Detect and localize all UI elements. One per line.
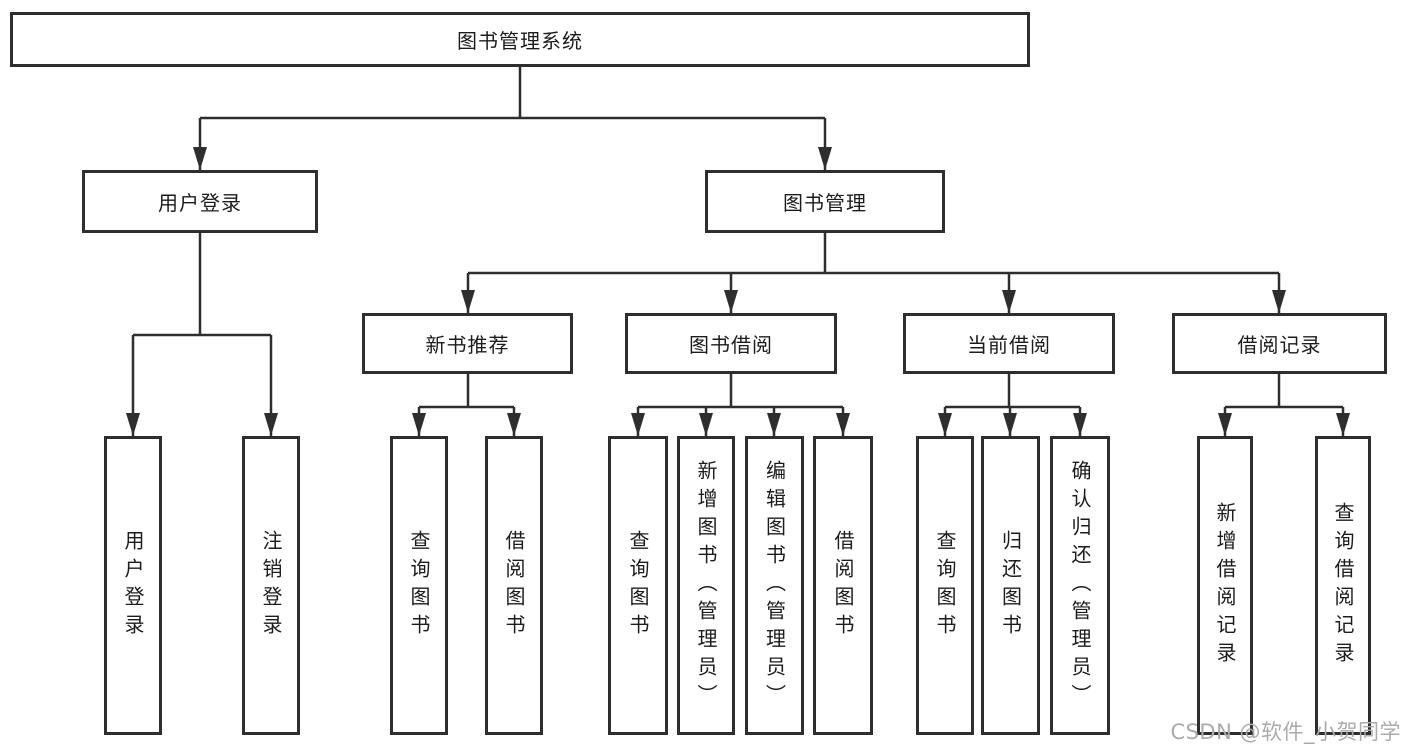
node-add-book-admin: 新增图书（管理员） — [677, 436, 735, 735]
node-edit-book-admin: 编辑图书（管理员） — [745, 436, 804, 735]
node-label: 查询图书 — [933, 529, 957, 642]
node-label: 查询图书 — [626, 529, 650, 642]
node-book-management-system: 图书管理系统 — [10, 12, 1030, 67]
node-query-books-recommend: 查询图书 — [390, 436, 448, 735]
node-borrowing-records: 借阅记录 — [1172, 313, 1387, 374]
node-label: 注销登录 — [259, 529, 283, 642]
watermark: CSDN @软件_小贺同学 — [1170, 720, 1401, 744]
node-label: 借阅记录 — [1237, 333, 1322, 357]
node-return-books: 归还图书 — [981, 436, 1040, 735]
node-label: 用户登录 — [121, 529, 145, 642]
node-label: 用户登录 — [158, 191, 242, 215]
node-add-borrow-record: 新增借阅记录 — [1197, 436, 1253, 735]
node-label: 当前借阅 — [967, 333, 1051, 357]
node-user-login-leaf: 用户登录 — [104, 436, 162, 735]
node-book-borrowing: 图书借阅 — [625, 313, 837, 374]
node-label: 新增借阅记录 — [1213, 501, 1237, 670]
node-new-book-recommendation: 新书推荐 — [362, 313, 573, 374]
node-label: 借阅图书 — [502, 529, 526, 642]
node-label: 图书借阅 — [689, 333, 773, 357]
node-label: 图书管理系统 — [457, 29, 583, 53]
node-label: 新书推荐 — [425, 333, 510, 357]
node-label: 确认归还（管理员） — [1068, 459, 1092, 712]
node-user-login: 用户登录 — [82, 170, 318, 233]
node-book-management: 图书管理 — [705, 170, 945, 233]
node-borrow-books-recommend: 借阅图书 — [485, 436, 543, 735]
node-query-books-borrow: 查询图书 — [608, 436, 668, 735]
node-label: 编辑图书（管理员） — [762, 459, 787, 712]
node-logout: 注销登录 — [242, 436, 300, 735]
node-label: 图书管理 — [783, 191, 867, 215]
node-query-books-current: 查询图书 — [916, 436, 974, 735]
node-confirm-return-admin: 确认归还（管理员） — [1050, 436, 1110, 735]
arrowheads — [126, 147, 1350, 436]
node-borrow-books: 借阅图书 — [813, 436, 873, 735]
node-label: 查询图书 — [407, 529, 431, 642]
node-label: 借阅图书 — [831, 529, 855, 642]
node-label: 归还图书 — [998, 529, 1023, 642]
node-label: 新增图书（管理员） — [694, 459, 718, 712]
node-label: 查询借阅记录 — [1331, 501, 1355, 670]
node-current-borrowing: 当前借阅 — [903, 313, 1115, 374]
node-query-borrow-record: 查询借阅记录 — [1315, 436, 1371, 735]
